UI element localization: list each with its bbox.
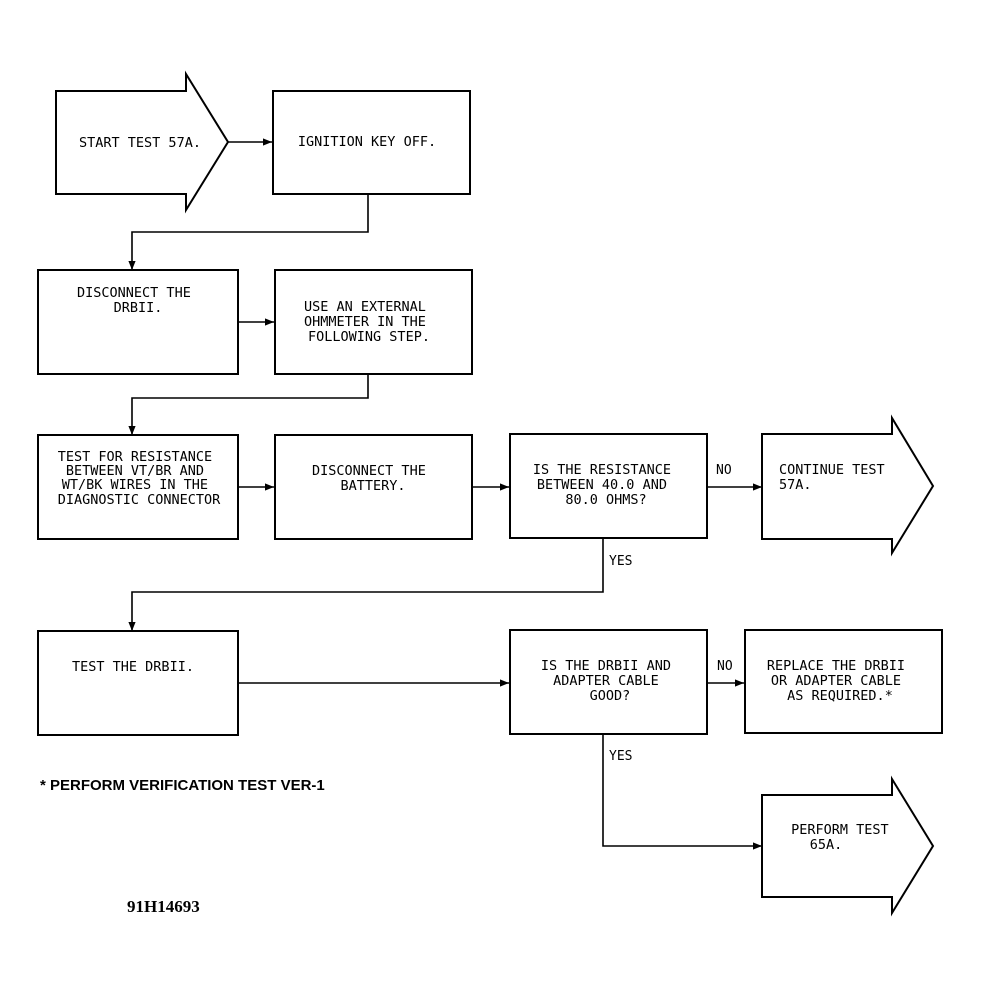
continue-test-57a-text: CONTINUE TEST 57A. [779,462,893,493]
drbii-good-question-box [509,629,708,735]
disconnect-drbii-box [37,269,239,375]
replace-drbii-text: REPLACE THE DRBII OR ADAPTER CABLE AS RE… [767,658,913,704]
connector-ignition-to-disconnect-drbii [128,194,369,270]
connector-good-yes-to-perform-65a [602,734,762,850]
verification-footnote: * PERFORM VERIFICATION TEST VER-1 [40,777,325,794]
resistance-question-box [509,433,708,539]
figure-id: 91H14693 [127,897,200,916]
connector-ohmmeter-to-test-resistance [128,375,369,435]
resistance-question-text: IS THE RESISTANCE BETWEEN 40.0 AND 80.0 … [533,462,679,508]
use-ohmmeter-text: USE AN EXTERNAL OHMMETER IN THE FOLLOWIN… [304,299,434,345]
drbii-good-question-text: IS THE DRBII AND ADAPTER CABLE GOOD? [541,658,679,704]
branch-label-yes-2: YES [609,749,632,764]
disconnect-drbii-text: DISCONNECT THE DRBII. [77,285,199,316]
ignition-key-off-text: IGNITION KEY OFF. [298,134,436,150]
ignition-key-off-box [272,90,471,195]
branch-label-no-2: NO [717,659,733,674]
continue-test-57a-arrow [761,414,935,557]
test-resistance-box [37,434,239,540]
replace-drbii-box [744,629,943,734]
branch-label-yes-1: YES [609,554,632,569]
test-drbii-text: TEST THE DRBII. [72,659,194,675]
test-drbii-box [37,630,239,736]
connector-question-yes-to-test-drbii [128,538,604,631]
perform-test-65a-arrow [761,775,935,917]
use-ohmmeter-box [274,269,473,375]
start-test-57a-text: START TEST 57A. [79,135,201,151]
branch-label-no-1: NO [716,463,732,478]
test-resistance-text: TEST FOR RESISTANCE BETWEEN VT/BR AND WT… [58,449,221,508]
perform-test-65a-text: PERFORM TEST 65A. [791,822,897,853]
start-test-57a-arrow [55,70,230,214]
disconnect-battery-box [274,434,473,540]
disconnect-battery-text: DISCONNECT THE BATTERY. [312,463,434,494]
